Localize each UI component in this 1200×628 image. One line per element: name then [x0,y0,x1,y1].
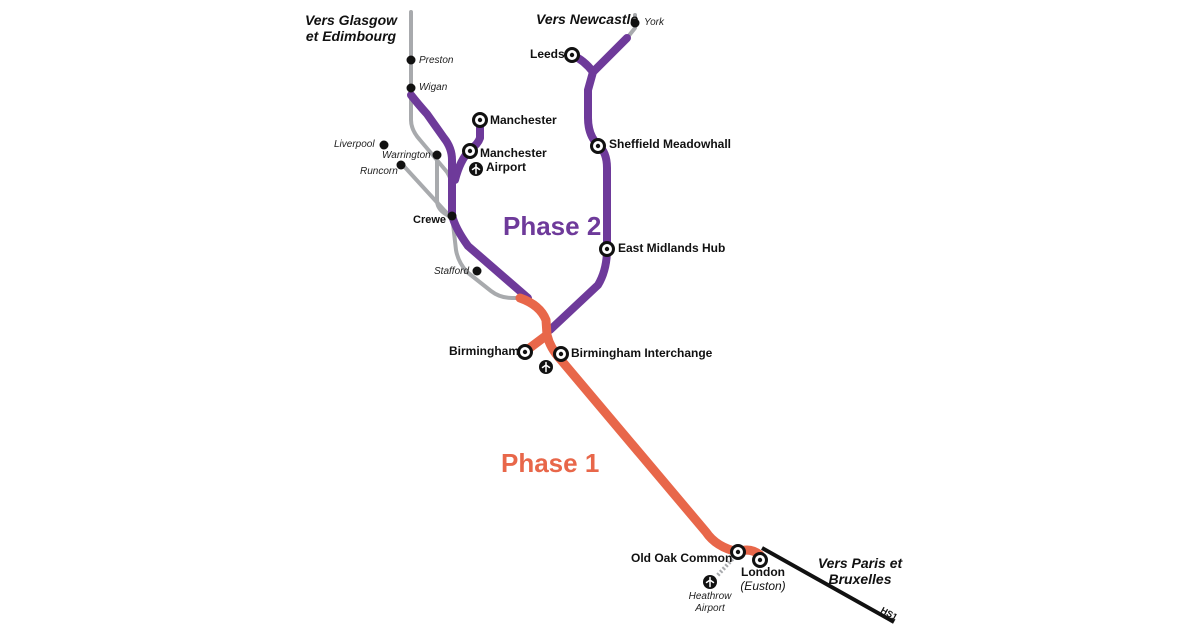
station-wigan-label: Wigan [419,82,448,93]
station-preston-label: Preston [419,55,454,66]
station-leeds-label: Leeds [530,47,565,61]
station-liverpool-dot [379,140,389,150]
plane-icon [703,575,717,589]
phase1-lines [515,293,765,560]
station-wigan-dot [406,83,416,93]
plane-icon [539,360,553,374]
airport-icons [469,162,717,589]
station-preston-dot [406,55,416,65]
phase2-lines [407,34,631,334]
station-birmingham-label: Birmingham [449,344,520,358]
station-birmingham-interchange-label: Birmingham Interchange [571,346,713,360]
station-liverpool-label: Liverpool [334,139,375,150]
destination-paris: Vers Paris et Bruxelles [817,555,903,588]
station-old-oak-common-label: Old Oak Common [631,551,733,565]
wcml-south [450,213,527,300]
phase2-east [546,34,631,334]
phase1-label: Phase 1 [501,448,600,478]
station-sheffield-label: Sheffield Meadowhall [609,137,732,151]
phase2-west [407,91,532,302]
station-york-label: York [644,17,665,28]
hub-station-centres [467,52,763,563]
station-heathrow-label: Heathrow Airport [688,591,732,614]
station-crewe-dot [447,211,457,221]
station-stafford-label: Stafford [434,266,470,277]
destination-glasgow: Vers Glasgow et Edimbourg [304,12,398,45]
station-london-label: London (Euston) [740,565,786,593]
station-manchester-airport-label: Manchester Airport [480,146,547,174]
plane-icon [469,162,483,176]
station-manchester-label: Manchester [490,113,557,127]
station-east-midlands-label: East Midlands Hub [618,241,726,255]
station-stafford-dot [472,266,482,276]
station-runcorn-label: Runcorn [360,166,398,177]
station-crewe-label: Crewe [413,214,447,226]
station-york-dot [630,18,640,28]
station-warrington-label: Warrington [382,150,431,161]
minor-stations [379,18,640,276]
destination-newcastle: Vers Newcastle [536,11,639,27]
phase1-main [515,293,743,557]
phase2-label: Phase 2 [503,211,602,241]
station-warrington-dot [432,150,442,160]
station-runcorn-dot [396,160,406,170]
